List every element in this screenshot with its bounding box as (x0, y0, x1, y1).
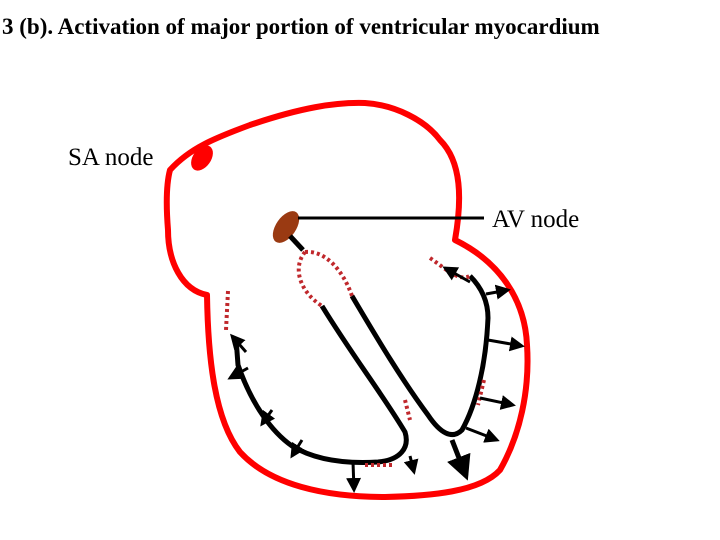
septum-lower-activation-front (403, 399, 412, 421)
left-bundle-branch (233, 304, 409, 465)
activation-arrow (403, 455, 419, 475)
av-node (272, 211, 300, 243)
septal-activation-front-right (304, 249, 354, 297)
activation-arrow (346, 461, 362, 493)
av-node-label: AV node (492, 206, 580, 233)
sa-node-label: SA node (68, 144, 154, 171)
sa-node (191, 145, 213, 171)
bundle-of-his (288, 234, 305, 252)
activation-arrow (465, 426, 500, 443)
right-branch-tail (447, 439, 471, 481)
activation-arrow (479, 395, 516, 410)
activation-arrows (227, 266, 525, 493)
heart-outline (163, 99, 531, 500)
septal-activation-front (296, 250, 324, 308)
activation-arrow (260, 409, 276, 427)
left-wall-activation-front (224, 290, 230, 331)
activation-arrow (487, 336, 525, 352)
activation-arrow (485, 284, 511, 300)
activation-arrow (227, 365, 249, 380)
activation-arrow (290, 439, 305, 459)
activation-arrow (442, 266, 471, 284)
right-bundle-branch (349, 274, 491, 437)
right-wall-activation-front (476, 379, 486, 406)
activation-arrow (230, 333, 248, 353)
diagram-title: 3 (b). Activation of major portion of ve… (2, 14, 600, 39)
lateral-wall-activation-front (428, 256, 471, 280)
